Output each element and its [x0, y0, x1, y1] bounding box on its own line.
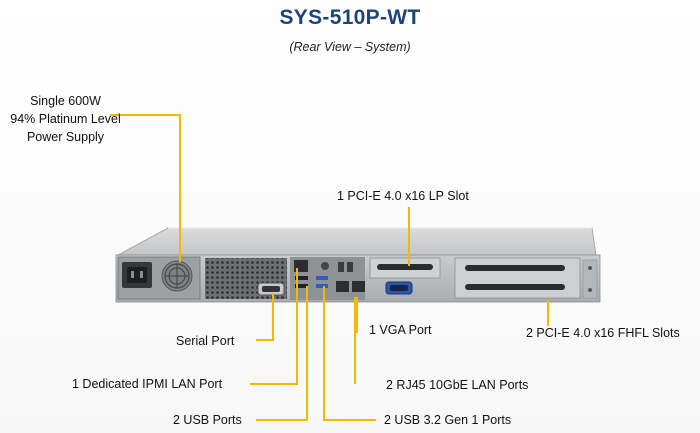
rj45-port	[352, 281, 365, 292]
usb32-port	[316, 284, 328, 288]
io-panel	[290, 257, 365, 300]
callout-usb: 2 USB Ports	[173, 413, 242, 427]
callout-pcie-fhfl: 2 PCI-E 4.0 x16 FHFL Slots	[526, 326, 680, 340]
callout-usb32: 2 USB 3.2 Gen 1 Ports	[384, 413, 512, 427]
vga-port	[385, 281, 413, 295]
callout-ipmi: 1 Dedicated IPMI LAN Port	[72, 377, 223, 391]
usb-port	[295, 284, 308, 288]
leader-power-supply	[110, 114, 181, 262]
power-supply	[117, 256, 201, 300]
rj45-port	[336, 281, 349, 292]
callout-pcie-lp: 1 PCI-E 4.0 x16 LP Slot	[337, 189, 469, 203]
pcie-lp-slot	[369, 257, 441, 279]
leader-serial	[256, 293, 274, 341]
callout-vga: 1 VGA Port	[369, 323, 432, 337]
serial-port	[257, 282, 285, 296]
callout-power-supply-line1: Single 600W	[30, 94, 101, 108]
leader-lines	[110, 114, 549, 421]
callout-power-supply: Single 600W 94% Platinum Level Power Sup…	[8, 92, 123, 146]
callout-power-supply-line3: Power Supply	[26, 130, 105, 144]
page-title: SYS-510P-WT	[279, 6, 421, 29]
leader-usb32	[323, 286, 376, 421]
usb-port	[295, 276, 308, 280]
leader-usb	[256, 286, 308, 421]
callout-power-supply-line2: 94% Platinum Level	[10, 112, 121, 126]
page-subtitle: (Rear View – System)	[289, 40, 411, 54]
pcie-fhfl-slots	[454, 257, 598, 299]
usb32-port	[316, 276, 328, 280]
callout-serial: Serial Port	[176, 334, 235, 348]
callout-rj45: 2 RJ45 10GbE LAN Ports	[386, 378, 529, 392]
leader-ipmi	[250, 268, 298, 385]
